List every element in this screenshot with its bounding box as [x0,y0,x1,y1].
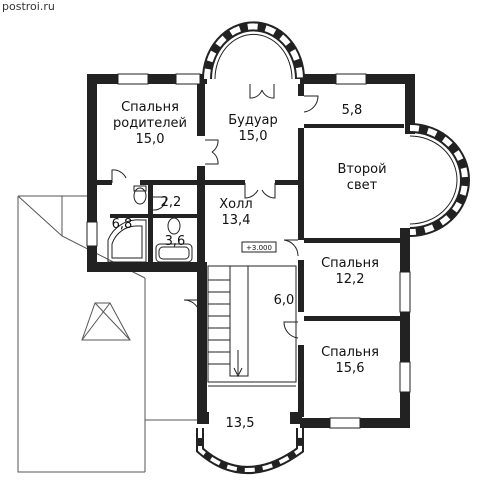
bedroom-1-room-area: 12,2 [336,272,365,287]
level-mark: +3.000 [241,241,277,253]
windows [86,73,411,429]
room-labels: Спальняродителей15,0Будуар15,05,8Второйс… [112,100,387,431]
boudoir-room-name: Будуар [228,113,278,128]
level-mark-text: +3.000 [246,244,272,252]
bath-fixtures [107,185,193,263]
bath-small-room-area: 3,6 [165,234,186,249]
second-light-room-name: Второй [337,162,386,177]
right-bay [409,123,470,237]
wc-room-area: 2,2 [161,195,182,210]
interior-walls [97,84,404,417]
hall-room-name: Холл [219,197,252,212]
watermark: postroi.ru [2,0,55,13]
boudoir-room-area: 15,0 [239,129,268,144]
bottom-room-room-area: 13,5 [226,416,255,431]
hall-room-area: 13,4 [222,213,251,228]
corridor-room-area: 6,0 [274,293,295,308]
parents-bedroom-room-name: Спальня [121,100,179,115]
staircase [207,265,297,387]
doors [111,84,319,339]
bedroom-2-room-area: 15,6 [336,361,365,376]
parents-bedroom-room-area: 15,0 [136,132,165,147]
bottom-bay [196,428,304,474]
parents-bedroom-room-name: родителей [113,116,187,131]
roof-outline [17,195,200,473]
bathroom-room-area: 6,8 [112,217,133,232]
top-bay [202,21,305,80]
bedroom-1-room-name: Спальня [321,256,379,271]
second-light-room-name: свет [347,178,378,193]
room-5-8-room-area: 5,8 [342,103,363,118]
bedroom-2-room-name: Спальня [321,345,379,360]
